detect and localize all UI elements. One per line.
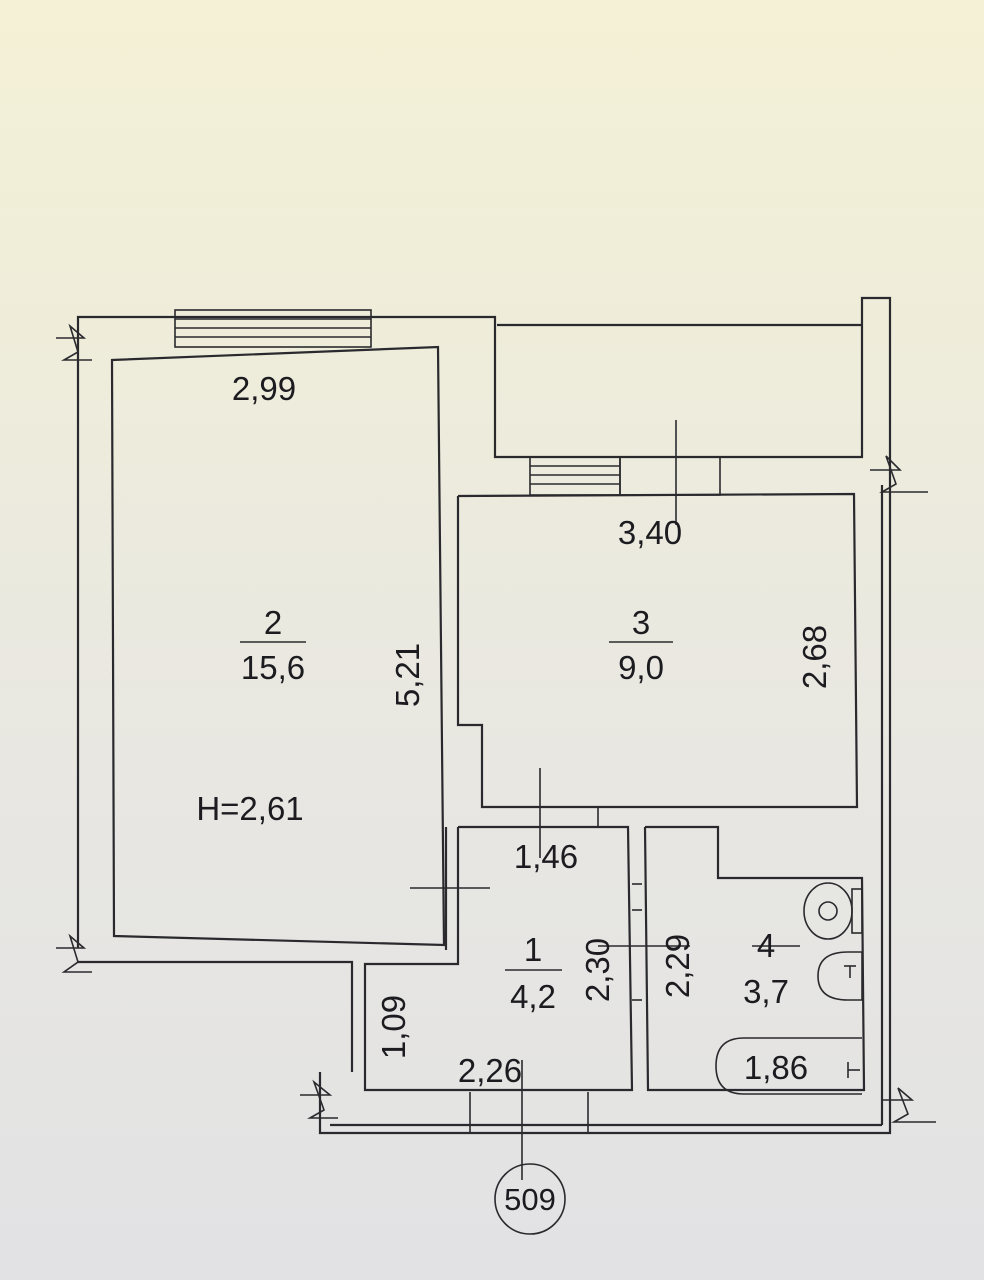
- room-3: [456, 420, 859, 809]
- room-1-length-label: 2,30: [579, 938, 616, 1002]
- window-room-2: [174, 309, 372, 348]
- room-4-area: 3,7: [743, 973, 789, 1010]
- apartment-number-marker: [494, 1163, 566, 1235]
- toilet-icon: [803, 882, 863, 940]
- room-2-number: 2: [264, 604, 282, 641]
- room-4-number: 4: [757, 927, 775, 964]
- room-4: [643, 825, 866, 1092]
- bathtub-icon: [715, 1037, 862, 1095]
- outer-walls: [76, 296, 892, 1135]
- room-1-niche-depth-label: 1,09: [375, 995, 412, 1059]
- room-2: [110, 345, 446, 947]
- room-3-area: 9,0: [618, 649, 664, 686]
- bathtub-length-label: 1,86: [744, 1049, 808, 1086]
- room-2-length-label: 5,21: [389, 643, 426, 707]
- ceiling-height-label: H=2,61: [196, 790, 303, 827]
- room-1-number: 1: [524, 931, 542, 968]
- balcony-door: [529, 456, 721, 496]
- sink-icon: [817, 951, 863, 1001]
- room-4-length-label: 2,29: [659, 934, 696, 998]
- entrance-door: [469, 1092, 589, 1133]
- room-2-width-label: 2,99: [232, 370, 296, 407]
- room-1-width-top-label: 1,46: [514, 838, 578, 875]
- room-1-area: 4,2: [510, 978, 556, 1015]
- room-3-width-label: 3,40: [618, 514, 682, 551]
- room-2-area: 15,6: [241, 649, 305, 686]
- room-1-width-bottom-label: 2,26: [458, 1052, 522, 1089]
- room-3-length-label: 2,68: [796, 625, 833, 689]
- apartment-number: 509: [504, 1182, 556, 1217]
- break-marks: [56, 323, 936, 1123]
- room-1: [363, 768, 690, 1180]
- room-3-number: 3: [632, 604, 650, 641]
